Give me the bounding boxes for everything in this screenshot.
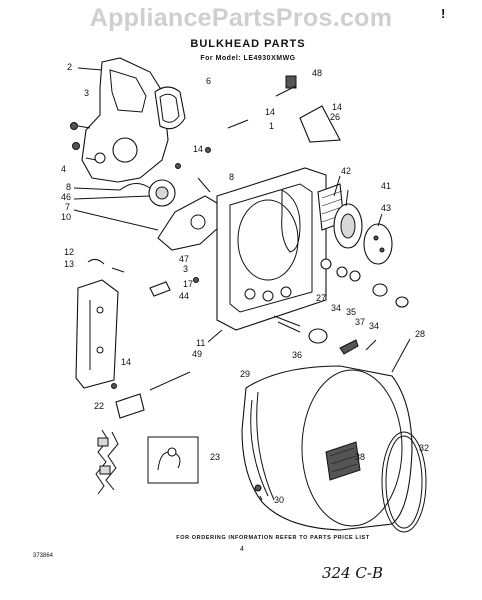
callout-34: 34: [369, 321, 379, 331]
screw-part[interactable]: [70, 122, 91, 150]
callout-34: 34: [331, 303, 341, 313]
callout-36: 36: [292, 350, 302, 360]
callout-27: 27: [316, 293, 326, 303]
latch-part[interactable]: [149, 277, 199, 297]
callout-2: 2: [67, 62, 72, 72]
watermark: AppliancePartsPros.com: [89, 4, 393, 32]
callout-7: 7: [65, 202, 70, 212]
callout-1: 1: [269, 121, 274, 131]
diagram-title: BULKHEAD PARTS: [190, 38, 306, 50]
callout-14: 14: [332, 102, 342, 112]
document-number: 373864: [33, 553, 54, 559]
callout-8: 8: [229, 172, 234, 182]
idler-pulley-part[interactable]: [119, 147, 211, 207]
callout-14: 14: [193, 144, 203, 154]
top-bracket-part[interactable]: [227, 75, 341, 143]
callout-labels: 2 6 3 4 14 1 48 14 26 14 8 8 46 7 10 42 …: [61, 62, 429, 505]
callout-3: 3: [183, 264, 188, 274]
model-label: For Model: LE4930XMWG: [200, 55, 296, 62]
drum-part[interactable]: [241, 365, 413, 531]
bearing-housing-part[interactable]: [333, 203, 363, 249]
leader-lines: [73, 67, 383, 501]
callout-32: 32: [419, 443, 429, 453]
seal-plate-part[interactable]: [363, 223, 393, 265]
bulkhead-panel-part[interactable]: [216, 167, 327, 331]
callout-12: 12: [64, 247, 74, 257]
page-number: 4: [240, 546, 244, 553]
retainer-plate-part[interactable]: [111, 371, 191, 419]
drum-screw-part[interactable]: [254, 484, 262, 492]
callout-46: 46: [61, 192, 71, 202]
drum-seal-part[interactable]: [381, 431, 427, 533]
boxed-part[interactable]: [147, 436, 199, 484]
callout-48: 48: [312, 68, 322, 78]
callout-35: 35: [346, 307, 356, 317]
callout-6: 6: [206, 76, 211, 86]
callout-49: 49: [192, 349, 202, 359]
callout-30: 30: [274, 495, 284, 505]
callout-42: 42: [341, 166, 351, 176]
callout-22: 22: [94, 401, 104, 411]
callout-10: 10: [61, 212, 71, 222]
belt-loop-part[interactable]: [154, 86, 186, 130]
callout-17: 17: [183, 279, 193, 289]
ordering-note: FOR ORDERING INFORMATION REFER TO PARTS …: [176, 535, 370, 541]
callout-4: 4: [61, 164, 66, 174]
callout-3: 3: [84, 88, 89, 98]
support-bracket-part[interactable]: [75, 258, 125, 389]
callout-14: 14: [265, 107, 275, 117]
callout-38: 38: [355, 452, 365, 462]
corner-mark: !: [441, 6, 446, 21]
callout-29: 29: [240, 369, 250, 379]
callout-11: 11: [196, 338, 205, 348]
callout-28: 28: [415, 329, 425, 339]
callout-8: 8: [66, 182, 71, 192]
callout-47: 47: [179, 254, 189, 264]
rear-bracket-part[interactable]: [81, 57, 169, 183]
callout-44: 44: [179, 291, 189, 301]
drum-roller-part[interactable]: [273, 258, 409, 355]
wire-harness-part[interactable]: [95, 429, 119, 495]
drum-leader-line: [391, 338, 411, 373]
callout-23: 23: [210, 452, 220, 462]
callout-41: 41: [381, 181, 391, 191]
callout-26: 26: [330, 112, 340, 122]
callout-43: 43: [381, 203, 391, 213]
handwritten-note: 324 C-B: [322, 564, 383, 582]
callout-13: 13: [64, 259, 74, 269]
callout-37: 37: [355, 317, 365, 327]
callout-14: 14: [121, 357, 131, 367]
